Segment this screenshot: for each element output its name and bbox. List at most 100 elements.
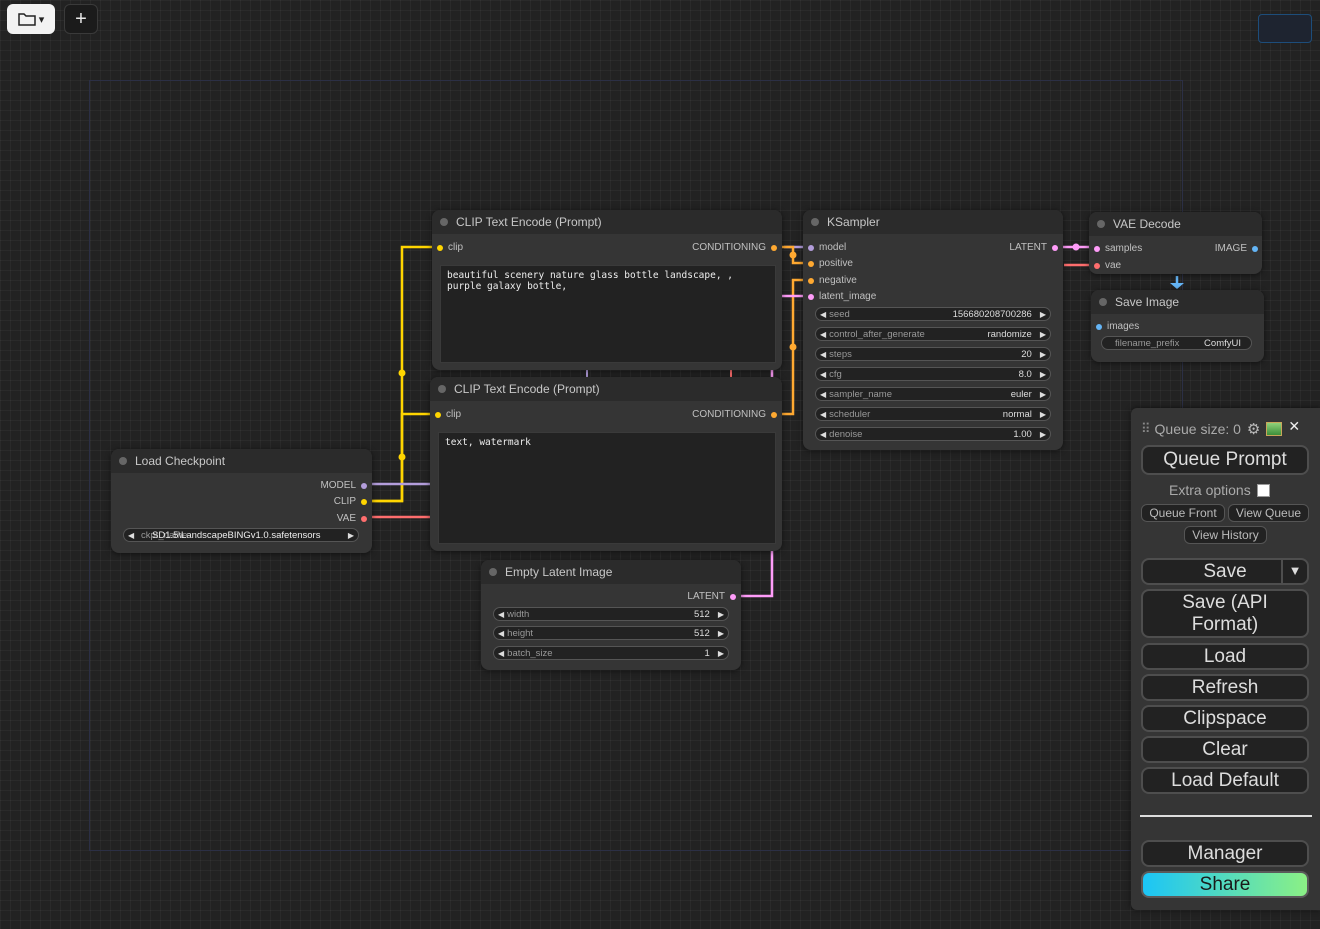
collapse-dot[interactable]	[440, 218, 448, 226]
increment-arrow-icon[interactable]: ▶	[1039, 409, 1046, 419]
add-workflow-button[interactable]: +	[64, 4, 98, 34]
increment-arrow-icon[interactable]: ▶	[717, 648, 724, 658]
widget-ckpt-name[interactable]: ◀ ckpt_name SD1.5\LandscapeBINGv1.0.safe…	[123, 528, 359, 542]
decrement-arrow-icon[interactable]: ◀	[498, 648, 505, 658]
save-dropdown-arrow-icon[interactable]: ▼	[1281, 560, 1307, 583]
prompt-textarea-positive[interactable]: beautiful scenery nature glass bottle la…	[440, 265, 776, 363]
refresh-button[interactable]: Refresh	[1141, 674, 1309, 701]
prompt-textarea-negative[interactable]: text, watermark	[438, 432, 776, 544]
output-slot-vae[interactable]: VAE	[337, 513, 367, 524]
increment-arrow-icon[interactable]: ▶	[717, 609, 724, 619]
collapse-dot[interactable]	[1097, 220, 1105, 228]
increment-arrow-icon[interactable]: ▶	[1039, 349, 1046, 359]
decrement-arrow-icon[interactable]: ◀	[820, 329, 827, 339]
increment-arrow-icon[interactable]: ▶	[1039, 309, 1046, 319]
output-slot-latent[interactable]: LATENT	[687, 591, 736, 602]
collapse-dot[interactable]	[1099, 298, 1107, 306]
clear-button[interactable]: Clear	[1141, 736, 1309, 763]
increment-arrow-icon[interactable]: ▶	[1039, 369, 1046, 379]
decrement-arrow-icon[interactable]: ◀	[498, 609, 505, 619]
node-clip-text-encode-negative[interactable]: CLIP Text Encode (Prompt) clip CONDITION…	[430, 377, 782, 551]
output-slot-image[interactable]: IMAGE	[1215, 243, 1258, 254]
panel-divider	[1140, 815, 1312, 817]
drag-handle-icon[interactable]: ⠿	[1141, 421, 1150, 436]
collapse-dot[interactable]	[438, 385, 446, 393]
input-slot-samples[interactable]: samples	[1094, 243, 1142, 254]
decrement-arrow-icon[interactable]: ◀	[820, 389, 827, 399]
decrement-arrow-icon[interactable]: ◀	[128, 530, 135, 540]
node-load-checkpoint[interactable]: Load Checkpoint MODEL CLIP VAE ◀ ckpt_na…	[111, 449, 372, 553]
widget-label: control_after_generate	[829, 328, 925, 340]
increment-arrow-icon[interactable]: ▶	[347, 530, 354, 540]
input-slot-positive[interactable]: positive	[808, 258, 853, 269]
node-clip-text-encode-positive[interactable]: CLIP Text Encode (Prompt) clip CONDITION…	[432, 210, 782, 370]
output-slot-clip[interactable]: CLIP	[334, 496, 367, 507]
extra-options-checkbox[interactable]	[1256, 483, 1270, 497]
input-slot-clip[interactable]: clip	[435, 409, 461, 420]
increment-arrow-icon[interactable]: ▶	[1039, 329, 1046, 339]
share-button[interactable]: Share	[1141, 871, 1309, 898]
increment-arrow-icon[interactable]: ▶	[1039, 429, 1046, 439]
node-ksampler[interactable]: KSampler model positive negative latent_…	[803, 210, 1063, 450]
gear-icon[interactable]: ⚙	[1246, 421, 1261, 438]
widget-label: height	[507, 627, 534, 639]
increment-arrow-icon[interactable]: ▶	[1039, 389, 1046, 399]
workflow-menu-button[interactable]: ▾	[7, 4, 55, 34]
input-slot-clip[interactable]: clip	[437, 242, 463, 253]
queue-prompt-button[interactable]: Queue Prompt	[1141, 445, 1309, 475]
decrement-arrow-icon[interactable]: ◀	[820, 409, 827, 419]
input-slot-latent-image[interactable]: latent_image	[808, 291, 876, 302]
output-slot-model[interactable]: MODEL	[320, 480, 367, 491]
load-default-button[interactable]: Load Default	[1141, 767, 1309, 794]
collapse-dot[interactable]	[811, 218, 819, 226]
canvas-menu-box[interactable]	[1258, 14, 1312, 43]
decrement-arrow-icon[interactable]: ◀	[820, 429, 827, 439]
slot-dot	[1052, 244, 1058, 251]
save-label: Save	[1203, 560, 1247, 582]
image-icon[interactable]	[1266, 422, 1283, 436]
view-queue-button[interactable]: View Queue	[1228, 504, 1309, 522]
widget-label: ckpt_name	[141, 529, 188, 541]
output-slot-latent[interactable]: LATENT	[1009, 242, 1058, 253]
decrement-arrow-icon[interactable]: ◀	[820, 309, 827, 319]
increment-arrow-icon[interactable]: ▶	[717, 628, 724, 638]
output-slot-conditioning[interactable]: CONDITIONING	[692, 242, 777, 253]
save-api-format-button[interactable]: Save (API Format)	[1141, 589, 1309, 638]
queue-front-button[interactable]: Queue Front	[1141, 504, 1225, 522]
input-slot-vae[interactable]: vae	[1094, 260, 1121, 271]
view-history-button[interactable]: View History	[1184, 526, 1267, 544]
node-vae-decode[interactable]: VAE Decode samples vae IMAGE	[1089, 212, 1262, 274]
input-slot-model[interactable]: model	[808, 242, 846, 253]
output-slot-conditioning[interactable]: CONDITIONING	[692, 409, 777, 420]
clipspace-button[interactable]: Clipspace	[1141, 705, 1309, 732]
input-slot-negative[interactable]: negative	[808, 275, 857, 286]
save-button[interactable]: Save ▼	[1141, 558, 1309, 585]
decrement-arrow-icon[interactable]: ◀	[820, 369, 827, 379]
collapse-dot[interactable]	[119, 457, 127, 465]
collapse-dot[interactable]	[489, 568, 497, 576]
widget-value: 20	[1021, 348, 1032, 360]
decrement-arrow-icon[interactable]: ◀	[498, 628, 505, 638]
close-icon[interactable]: ✕	[1288, 417, 1301, 434]
input-slot-images[interactable]: images	[1096, 321, 1139, 332]
slot-dot	[771, 244, 777, 251]
load-button[interactable]: Load	[1141, 643, 1309, 670]
decrement-arrow-icon[interactable]: ◀	[820, 349, 827, 359]
slot-dot	[771, 411, 777, 418]
widget-label: batch_size	[507, 647, 553, 659]
manager-button[interactable]: Manager	[1141, 840, 1309, 867]
slot-label: latent_image	[819, 291, 877, 302]
